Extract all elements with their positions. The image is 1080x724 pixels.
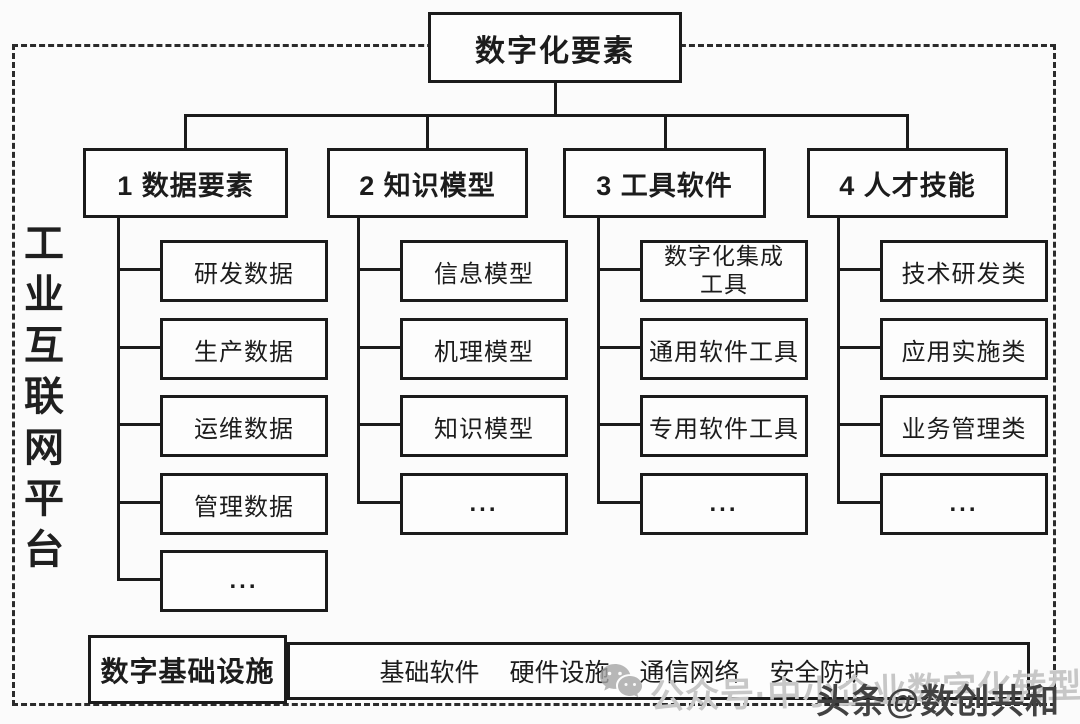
- child-node: 数字化集成工具: [640, 240, 808, 302]
- branch3-stub-4: [597, 501, 642, 504]
- child-node: 研发数据: [160, 240, 328, 302]
- child-label: 研发数据: [194, 260, 294, 288]
- child-node: 信息模型: [400, 240, 568, 302]
- child-label: 信息模型: [434, 260, 534, 288]
- branch3-stub-3: [597, 423, 642, 426]
- branch-label: 1 数据要素: [117, 170, 254, 201]
- branch4-stub-4: [837, 501, 882, 504]
- branch2-stub-1: [357, 268, 402, 271]
- infrastructure-item: 基础软件: [379, 659, 480, 687]
- child-label: 运维数据: [194, 415, 294, 443]
- infrastructure-title-node: 数字基础设施: [88, 635, 287, 704]
- branch4-stub-1: [837, 268, 882, 271]
- branch-label: 3 工具软件: [596, 170, 733, 201]
- branch1-stub-5: [117, 578, 162, 581]
- branch-node-knowledge: 2 知识模型: [327, 148, 528, 218]
- child-node-ellipsis: ...: [640, 473, 808, 535]
- child-node: 通用软件工具: [640, 318, 808, 380]
- wechat-icon: [596, 658, 644, 711]
- child-node: 机理模型: [400, 318, 568, 380]
- connector-drop-branch4: [906, 114, 909, 148]
- child-node-ellipsis: ...: [880, 473, 1048, 535]
- branch4-spine: [837, 216, 840, 504]
- child-label: 技术研发类: [901, 260, 1027, 288]
- child-label: ...: [229, 567, 259, 594]
- branch1-stub-4: [117, 501, 162, 504]
- branch3-stub-1: [597, 268, 642, 271]
- branch1-stub-3: [117, 423, 162, 426]
- child-label: 生产数据: [194, 338, 294, 366]
- child-label: 数字化集成工具: [664, 243, 784, 297]
- child-node: 技术研发类: [880, 240, 1048, 302]
- connector-root-drop: [554, 83, 557, 115]
- connector-drop-branch2: [426, 114, 429, 148]
- infrastructure-band: 基础软件 硬件设施 通信网络 安全防护: [287, 642, 1030, 700]
- root-node-label: 数字化要素: [475, 34, 635, 68]
- child-label: 通用软件工具: [649, 338, 799, 366]
- branch2-stub-4: [357, 501, 402, 504]
- infrastructure-item: 硬件设施: [509, 659, 610, 687]
- branch2-stub-2: [357, 346, 402, 349]
- branch2-spine: [357, 216, 360, 504]
- child-node: 应用实施类: [880, 318, 1048, 380]
- branch3-spine: [597, 216, 600, 504]
- branch3-stub-2: [597, 346, 642, 349]
- child-label: 机理模型: [434, 338, 534, 366]
- connector-drop-branch3: [664, 114, 667, 148]
- child-node: 知识模型: [400, 395, 568, 457]
- toutiao-watermark-text: 头条@数创共和: [816, 683, 1061, 721]
- child-label: ...: [469, 490, 499, 517]
- child-node: 管理数据: [160, 473, 328, 535]
- child-label: ...: [949, 490, 979, 517]
- branch4-stub-3: [837, 423, 882, 426]
- child-node: 生产数据: [160, 318, 328, 380]
- platform-label: 工业互联网平台: [18, 222, 62, 579]
- child-node-ellipsis: ...: [160, 550, 328, 612]
- child-label: 知识模型: [434, 415, 534, 443]
- child-node: 专用软件工具: [640, 395, 808, 457]
- connector-rail: [184, 114, 909, 117]
- infrastructure-title: 数字基础设施: [100, 655, 275, 687]
- child-node: 业务管理类: [880, 395, 1048, 457]
- infrastructure-items: 基础软件 硬件设施 通信网络 安全防护: [379, 653, 869, 689]
- child-node-ellipsis: ...: [400, 473, 568, 535]
- branch2-stub-3: [357, 423, 402, 426]
- branch-node-tools: 3 工具软件: [563, 148, 766, 218]
- child-label: 管理数据: [194, 493, 294, 521]
- branch1-stub-2: [117, 346, 162, 349]
- connector-drop-branch1: [184, 114, 187, 148]
- child-label: ...: [709, 490, 739, 517]
- branch1-stub-1: [117, 268, 162, 271]
- branch1-spine: [117, 216, 120, 581]
- infrastructure-item: 通信网络: [639, 659, 740, 687]
- root-node: 数字化要素: [428, 12, 682, 83]
- child-node: 运维数据: [160, 395, 328, 457]
- child-label: 业务管理类: [901, 415, 1027, 443]
- infrastructure-item: 安全防护: [769, 659, 870, 687]
- branch-label: 4 人才技能: [839, 170, 976, 201]
- child-label: 专用软件工具: [649, 415, 799, 443]
- branch4-stub-2: [837, 346, 882, 349]
- branch-label: 2 知识模型: [359, 170, 496, 201]
- child-label: 应用实施类: [901, 338, 1027, 366]
- branch-node-talent: 4 人才技能: [807, 148, 1008, 218]
- branch-node-data: 1 数据要素: [83, 148, 288, 218]
